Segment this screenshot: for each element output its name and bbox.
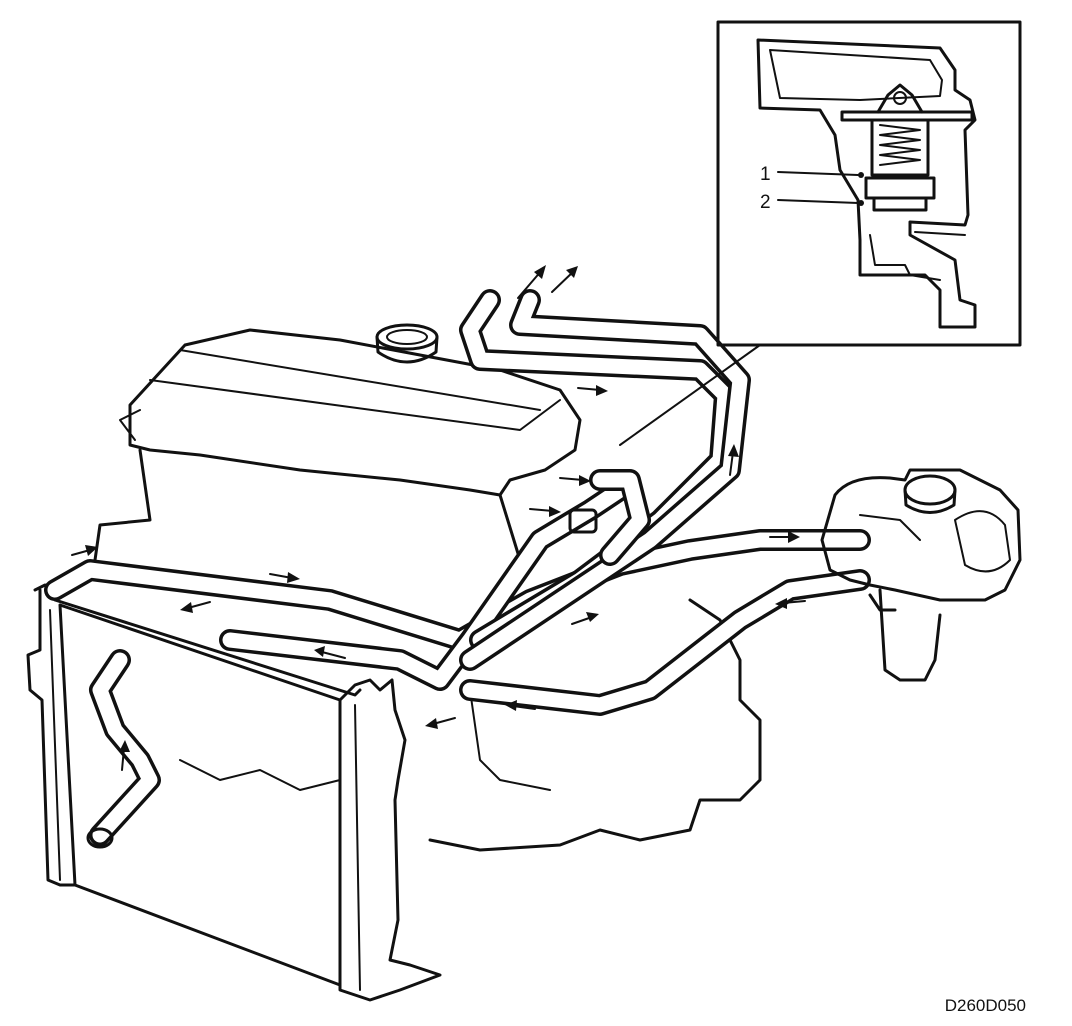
thermostat-inset: 1 2: [716, 20, 1022, 347]
callout-1: 1: [760, 164, 771, 185]
callout-2: 2: [760, 192, 771, 213]
flow-arrows: [71, 265, 806, 771]
coolant-hoses: [44, 289, 871, 716]
radiator: [26, 583, 442, 1002]
drawing-code: D260D050: [944, 996, 1026, 1015]
engine-block: [93, 328, 762, 852]
lower-radiator-hose: [86, 649, 161, 849]
inset-leader-line: [619, 344, 761, 446]
oil-filler-cap: [375, 323, 439, 364]
expansion-tank: [820, 468, 1022, 682]
